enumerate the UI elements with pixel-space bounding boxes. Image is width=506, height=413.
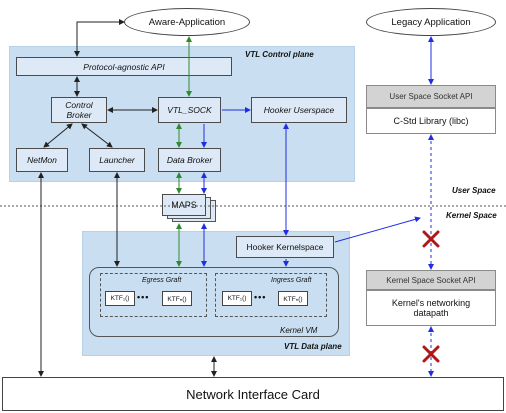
kernel-networking-datapath: Kernel's networking datapath [366,290,496,326]
link-controlbroker-launcher [81,123,113,148]
link-controlbroker-netmon [43,123,73,148]
kernel-vm-label: Kernel VM [280,326,318,335]
ingress-ktf-1: KTF₁() [222,291,252,306]
kernel-space-label: Kernel Space [446,211,497,220]
vtl-control-plane-label: VTL Control plane [245,50,314,59]
link-aware-api [74,19,125,57]
egress-graft-label: Egress Graft [142,277,182,284]
ingress-dots: ••• [254,292,267,302]
hooker-kernelspace: Hooker Kernelspace [236,236,334,258]
libc-box: C-Std Library (libc) [366,108,496,134]
ingress-graft [215,273,327,317]
user-space-label: User Space [452,186,496,195]
user-space-socket-api: User Space Socket API [366,85,496,108]
network-interface-card: Network Interface Card [2,377,504,411]
launcher: Launcher [89,148,145,172]
netmon: NetMon [16,148,68,172]
maps-stack: MAPS [162,194,218,224]
egress-graft [100,273,207,317]
link-hookerkernel-libc [334,216,421,243]
nic-label: Network Interface Card [186,386,320,402]
egress-ktf-n: KTFₙ() [162,291,192,306]
kernel-space-socket-api: Kernel Space Socket API [366,270,496,290]
legacy-application: Legacy Application [366,8,496,36]
block-x-lower [422,345,440,363]
protocol-agnostic-api: Protocol-agnostic API [16,57,232,76]
egress-dots: ••• [137,292,150,302]
ingress-graft-label: Ingress Graft [271,277,312,284]
vtl-sock: VTL_SOCK [158,97,221,123]
block-x-upper [422,230,440,248]
data-broker: Data Broker [158,148,221,172]
vtl-data-plane-label: VTL Data plane [284,342,342,351]
kernel-vm [89,267,339,337]
ingress-ktf-n: KTFₙ() [278,291,308,306]
maps-label: MAPS [162,194,206,216]
egress-ktf-1: KTF₁() [105,291,135,306]
control-broker: Control Broker [51,97,107,123]
hooker-userspace: Hooker Userspace [251,97,347,123]
